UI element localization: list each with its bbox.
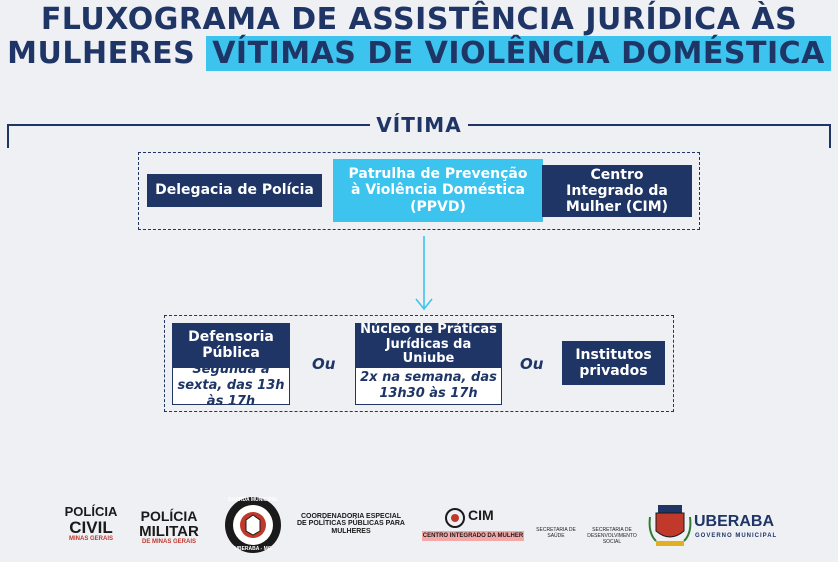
service-defensoria: Defensoria Pública xyxy=(172,323,290,367)
guarda-bottom-text: UBERABA - MG xyxy=(234,546,272,552)
entry-points-group xyxy=(138,152,700,230)
or-label-1: Ou xyxy=(312,355,336,373)
service-defensoria-hours: Segunda a sexta, das 13h às 17h xyxy=(172,362,290,409)
entry-cim: Centro Integrado da Mulher (CIM) xyxy=(542,165,692,217)
bracket-right-tick xyxy=(829,124,831,148)
uberaba-logo-name: UBERABA xyxy=(694,513,774,530)
guarda-municipal-seal-icon xyxy=(225,497,281,553)
arrow-down-icon xyxy=(415,236,433,311)
logo-coordenadoria: COORDENADORIA ESPECIAL DE POLÍTICAS PÚBL… xyxy=(297,513,405,535)
cim-logo-mark: CIM xyxy=(468,507,494,523)
service-uniube: Núcleo de Práticas Jurídicas da Uniube xyxy=(355,322,502,367)
bracket-left-tick xyxy=(7,124,9,148)
service-uniube-hours: 2x na semana, das 13h30 às 17h xyxy=(355,367,502,405)
logo-secretaria-saude: SECRETARIA DE SAÚDE xyxy=(536,527,576,539)
title-line-1: FLUXOGRAMA DE ASSISTÊNCIA JURÍDICA ÀS xyxy=(40,2,798,37)
guarda-top-text: GUARDA MUNICIPAL xyxy=(227,497,279,503)
title-line-2: MULHERES VÍTIMAS DE VIOLÊNCIA DOMÉSTICA xyxy=(0,36,838,71)
service-institutos: Institutos privados xyxy=(562,341,665,385)
logo-policia-militar: POLÍCIA MILITAR DE MINAS GERAIS xyxy=(139,508,199,546)
or-label-2: Ou xyxy=(520,355,544,373)
services-group xyxy=(164,315,674,412)
entry-delegacia: Delegacia de Polícia xyxy=(147,174,322,207)
uberaba-logo-sub: GOVERNO MUNICIPAL xyxy=(695,533,778,539)
logo-policia-civil: POLÍCIA CIVIL MINAS GERAIS xyxy=(64,504,118,543)
uberaba-coat-of-arms-icon xyxy=(648,505,692,546)
title-line-2-plain: MULHERES xyxy=(7,36,196,71)
cim-logo-icon xyxy=(445,508,465,528)
logo-secretaria-desenvolvimento: SECRETARIA DE DESENVOLVIMENTO SOCIAL xyxy=(587,527,637,545)
cim-logo-name: CENTRO INTEGRADO DA MULHER xyxy=(422,531,524,542)
entry-ppvd: Patrulha de Prevenção à Violência Domést… xyxy=(333,159,543,222)
section-label-vitima: VÍTIMA xyxy=(0,113,838,137)
title-highlight: VÍTIMAS DE VIOLÊNCIA DOMÉSTICA xyxy=(206,36,831,71)
